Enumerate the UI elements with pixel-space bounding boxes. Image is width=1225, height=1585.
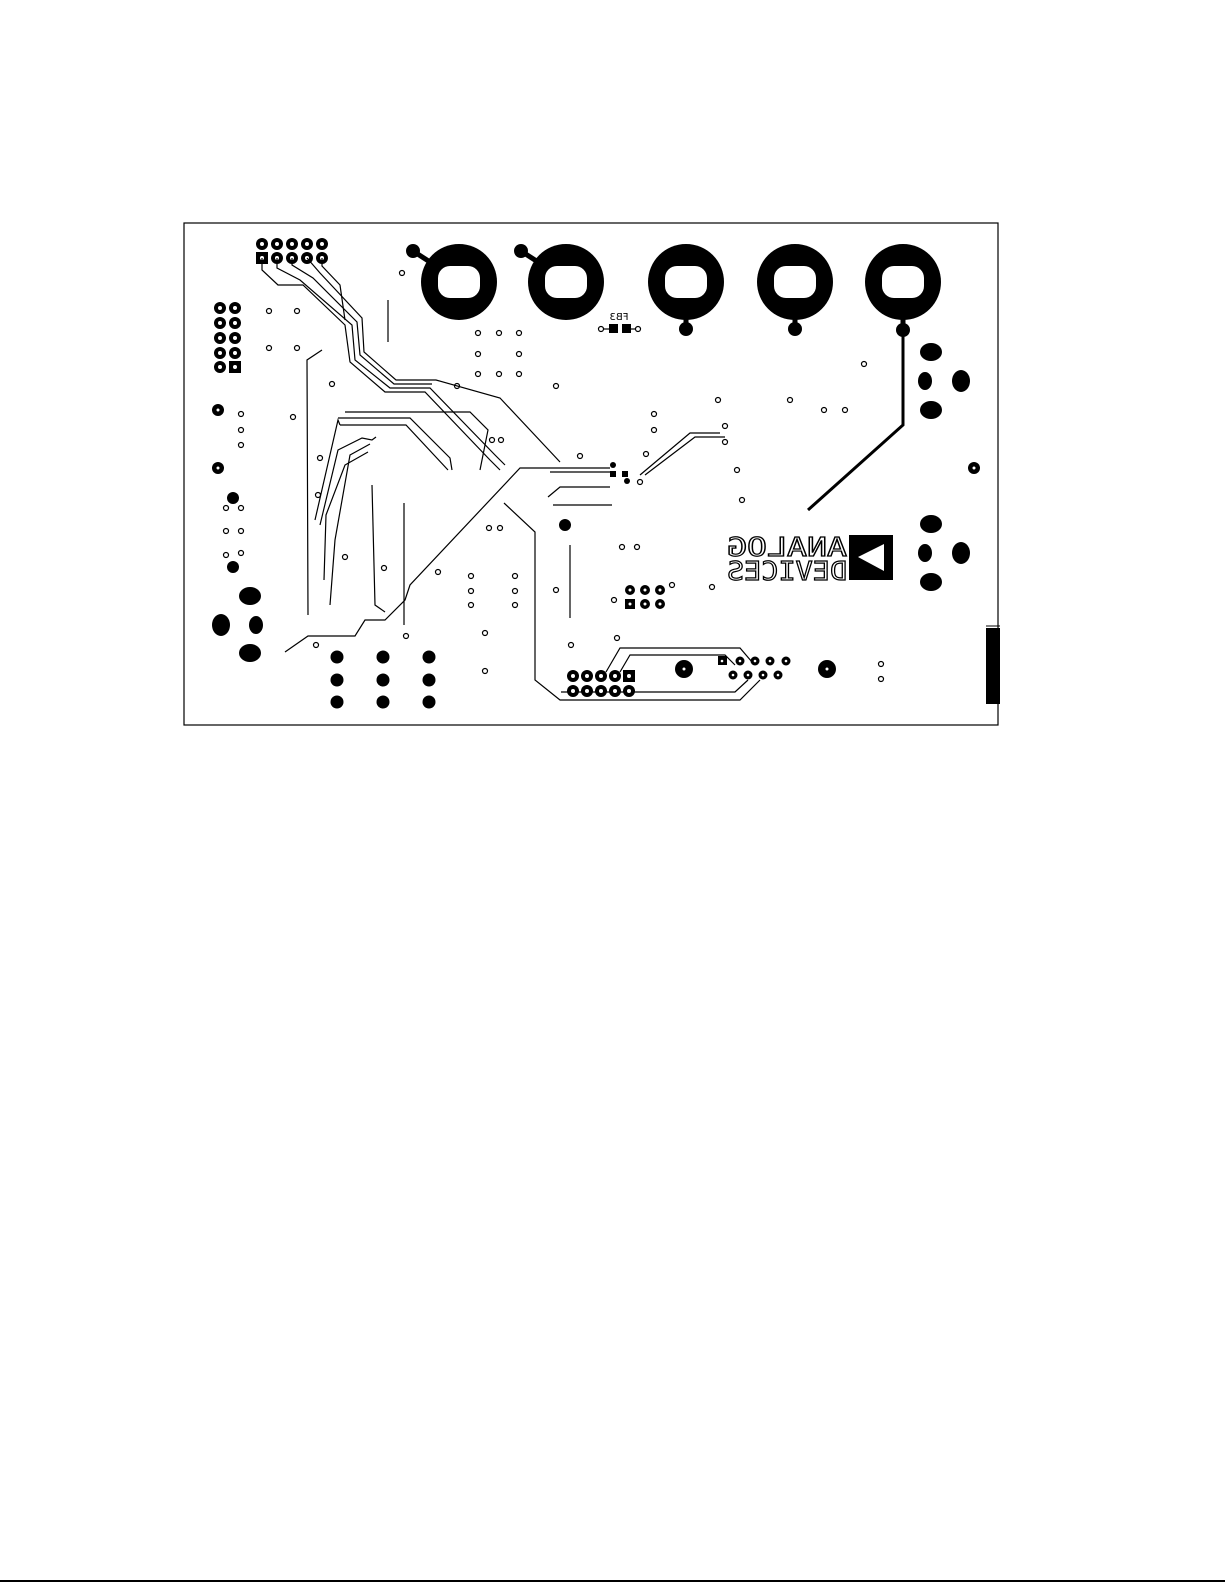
- header-bottom: [567, 670, 635, 697]
- pad-group-center: [625, 585, 665, 609]
- page-bottom-rule: [0, 1580, 1225, 1582]
- ring-pad-4: [757, 244, 833, 336]
- vias: [224, 271, 884, 682]
- jack-pads-right: [918, 343, 970, 591]
- ring-pad-3: [648, 244, 724, 336]
- analog-devices-logo: ANALOG DEVICES: [727, 533, 893, 587]
- ferrite-bead-fb3: FB3: [599, 312, 641, 333]
- large-pads-top: [406, 244, 941, 337]
- ring-pad-1: [406, 244, 497, 320]
- logo-line-devices: DEVICES: [727, 557, 847, 587]
- ferrite-label: FB3: [610, 312, 629, 323]
- jack-pads-left: [212, 587, 263, 662]
- trace-power: [808, 330, 903, 510]
- ring-pad-5: [865, 244, 941, 337]
- header-left: [214, 302, 241, 373]
- edge-connector: [986, 628, 1000, 704]
- ring-pad-2: [514, 244, 604, 320]
- smd-pads-center: [610, 462, 630, 484]
